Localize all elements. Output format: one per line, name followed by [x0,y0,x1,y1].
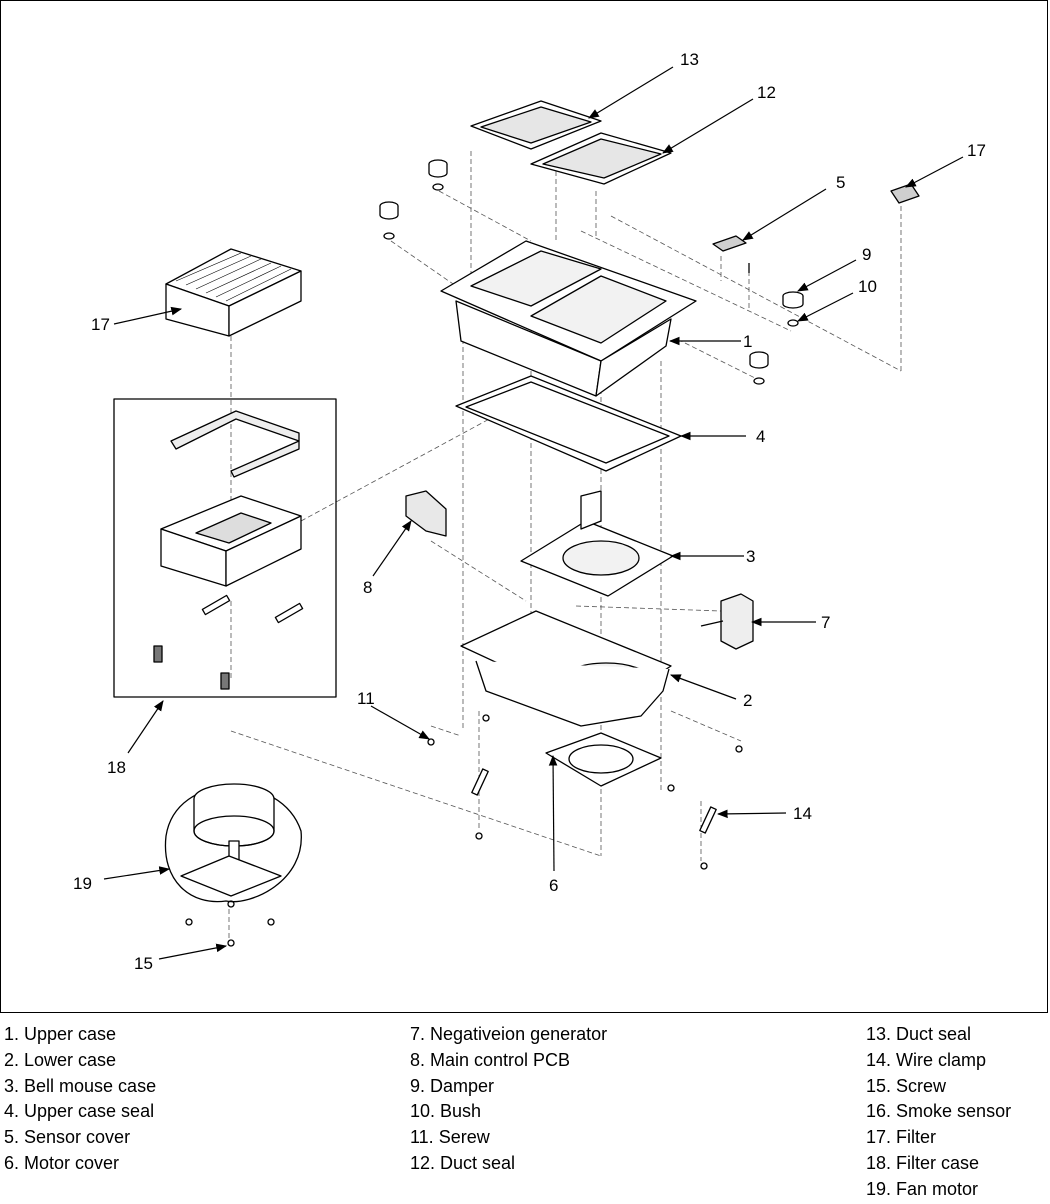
callout-8: 8 [363,578,372,597]
legend-item: 2. Lower case [4,1049,117,1070]
callout-19: 19 [73,874,92,893]
callout-10: 10 [858,277,877,296]
exploded-parts-diagram: 13 12 17 5 9 10 1 17 4 3 8 7 2 11 18 14 … [73,50,986,973]
legend-column-1: 1. Upper case 2. Lower case 3. Bell mous… [4,1022,156,1177]
fan-motor [164,783,302,903]
damper-right [782,291,804,327]
callout-9: 9 [862,245,871,264]
callout-11: 11 [357,689,375,708]
callout-12: 12 [757,83,776,102]
negative-ion-generator [700,593,754,650]
callout-18: 18 [107,758,126,777]
callout-13: 13 [680,50,699,69]
filter [165,248,302,337]
legend-item: 8. Main control PCB [410,1049,571,1070]
smoke-sensor [890,183,920,204]
callout-17-sensor: 17 [967,141,986,160]
legend-item: 3. Bell mouse case [4,1075,157,1096]
upper-case-seal [455,375,682,472]
legend-column-3: 13. Duct seal 14. Wire clamp 15. Screw 1… [866,1022,1011,1203]
legend-item: 10. Bush [410,1101,482,1122]
lower-case [460,610,672,727]
duct-seal-13 [470,100,602,150]
legend-item: 6. Motor cover [4,1152,120,1173]
callout-7: 7 [821,613,830,632]
legend-item: 16. Smoke sensor [866,1101,1012,1122]
damper-left-top [428,159,448,191]
legend-item: 7. Negativeion generator [410,1024,608,1044]
callout-labels: 13 12 17 5 9 10 1 17 4 3 8 7 2 11 18 14 … [73,50,986,973]
legend-item: 12. Duct seal [410,1152,516,1173]
wire-clamps [471,768,717,834]
legend-item: 18. Filter case [866,1152,980,1173]
legend-item: 13. Duct seal [866,1024,972,1044]
motor-cover [545,732,662,787]
legend-item: 15. Screw [866,1075,947,1096]
legend-item: 4. Upper case seal [4,1101,155,1122]
diagram-frame: 13 12 17 5 9 10 1 17 4 3 8 7 2 11 18 14 … [0,0,1048,1013]
callout-6: 6 [549,876,558,895]
legend-item: 19. Fan motor [866,1178,979,1199]
duct-seal-12 [530,132,672,185]
legend-item: 17. Filter [866,1127,937,1148]
legend-column-2: 7. Negativeion generator 8. Main control… [410,1022,607,1177]
bell-mouse-case [520,490,674,597]
callout-1: 1 [743,332,752,351]
damper-left [379,201,399,240]
filter-case-box [113,398,337,698]
callout-5: 5 [836,173,845,192]
legend-item: 1. Upper case [4,1024,117,1044]
callout-14: 14 [793,804,812,823]
legend-item: 14. Wire clamp [866,1049,987,1070]
sensor-cover [712,235,750,273]
callout-15: 15 [134,954,153,973]
legend-item: 11. Serew [410,1127,490,1148]
legend-item: 5. Sensor cover [4,1127,131,1148]
callout-4: 4 [756,427,765,446]
upper-case [440,240,697,397]
leader-arrows [103,66,964,960]
legend-item: 9. Damper [410,1075,495,1096]
damper-right-lower [749,351,769,385]
callout-17-filter: 17 [91,315,110,334]
callout-3: 3 [746,547,755,566]
callout-2: 2 [743,691,752,710]
main-control-pcb [405,490,447,537]
screws [185,714,743,947]
